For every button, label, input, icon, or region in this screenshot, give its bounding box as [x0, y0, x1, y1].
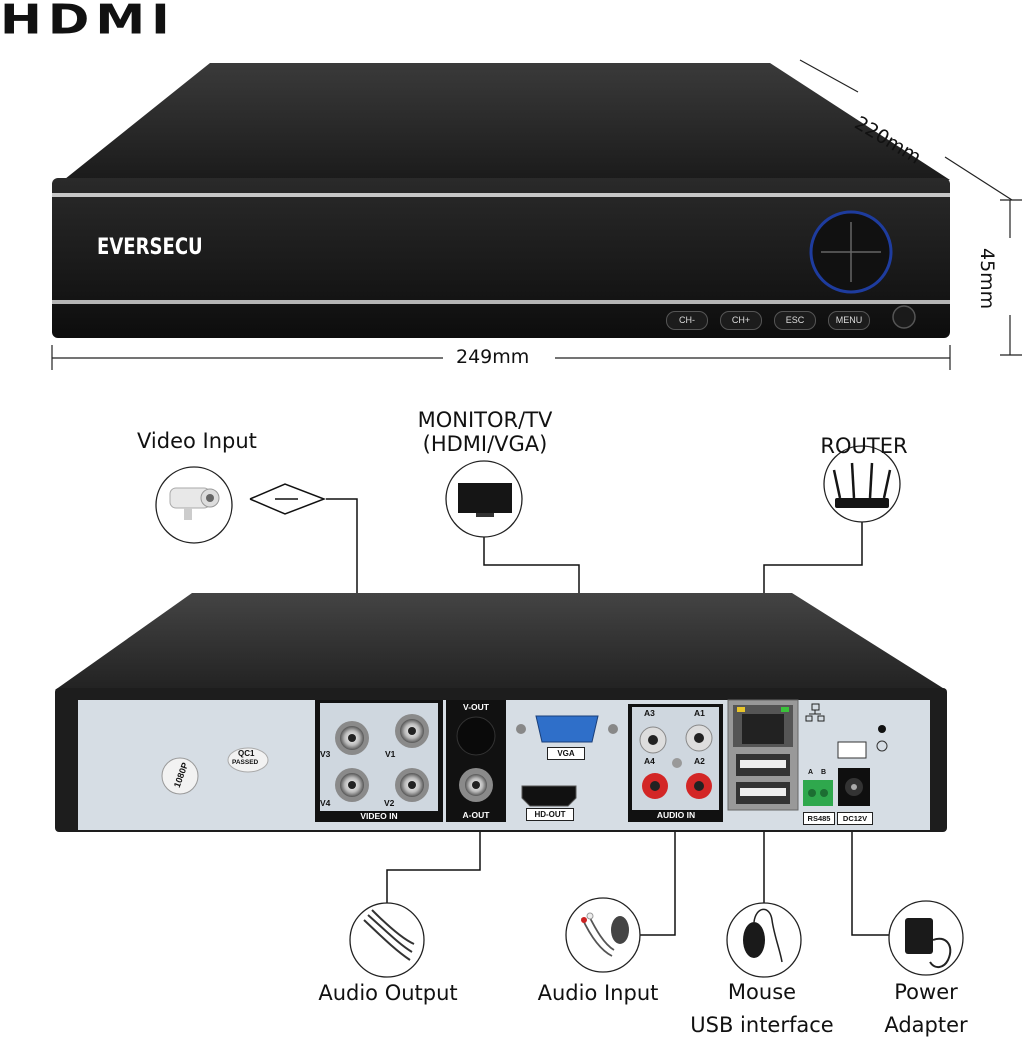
camera-icon	[155, 466, 233, 544]
power-adapter-icon	[888, 900, 964, 976]
audio-cable-icon	[349, 902, 425, 978]
label-monitor-line1: MONITOR/TV	[417, 408, 553, 432]
label-video-input: Video Input	[137, 429, 257, 453]
front-button-ch-minus[interactable]: CH-	[666, 311, 708, 330]
dimension-width: 249mm	[456, 346, 530, 368]
label-a-out: A-OUT	[462, 810, 490, 820]
port-v4: V4	[320, 798, 331, 808]
label-video-in: VIDEO IN	[360, 811, 398, 821]
front-button-ch-plus[interactable]: CH+	[720, 311, 762, 330]
bnc-connector-icon	[335, 714, 429, 802]
brand-label: EVERSECU	[97, 235, 203, 260]
label-audio-in: AUDIO IN	[656, 810, 696, 820]
qc-line1: QC1	[238, 749, 255, 758]
front-device	[52, 63, 950, 338]
rs485-pin-a: A	[808, 769, 814, 776]
router-icon	[823, 445, 901, 523]
port-a3: A3	[644, 708, 655, 718]
label-v-out: V-OUT	[463, 702, 489, 712]
label-router: ROUTER	[820, 434, 908, 458]
label-audio-output: Audio Output	[318, 981, 458, 1005]
label-dc12v: DC12V	[837, 812, 873, 825]
label-power-line2: Adapter	[884, 1013, 968, 1037]
port-v1: V1	[385, 749, 396, 759]
mouse-icon	[726, 902, 802, 978]
port-v2: V2	[384, 798, 395, 808]
hdmi-logo: HDMI™	[0, 0, 187, 44]
label-mouse-line2: USB interface	[690, 1013, 834, 1037]
front-button-menu[interactable]: MENU	[828, 311, 870, 330]
dimension-lines	[51, 59, 1022, 370]
ir-sensor-icon	[892, 305, 916, 329]
port-a2: A2	[694, 756, 705, 766]
cable-splitter-icon	[249, 483, 327, 515]
label-monitor-line2: (HDMI/VGA)	[422, 432, 548, 456]
hdmi-tm: ™	[175, 0, 187, 7]
microphone-cable-icon	[565, 897, 641, 973]
rear-device	[55, 593, 947, 832]
monitor-icon	[445, 460, 523, 538]
label-hd-out: HD-OUT	[526, 808, 574, 821]
port-v3: V3	[320, 749, 331, 759]
label-power-line1: Power	[894, 980, 958, 1004]
front-button-esc[interactable]: ESC	[774, 311, 816, 330]
port-a1: A1	[694, 708, 705, 718]
rs485-pin-b: B	[821, 769, 827, 776]
network-icon	[805, 703, 825, 722]
label-mouse-line1: Mouse	[727, 980, 797, 1004]
port-a4: A4	[644, 756, 655, 766]
label-vga: VGA	[547, 747, 585, 760]
label-audio-input: Audio Input	[537, 981, 659, 1005]
label-rs485: RS485	[803, 812, 835, 825]
dimension-height: 45mm	[976, 248, 998, 310]
qc-line2: PASSED	[232, 759, 259, 766]
hdmi-logo-text: HDMI	[0, 0, 176, 44]
